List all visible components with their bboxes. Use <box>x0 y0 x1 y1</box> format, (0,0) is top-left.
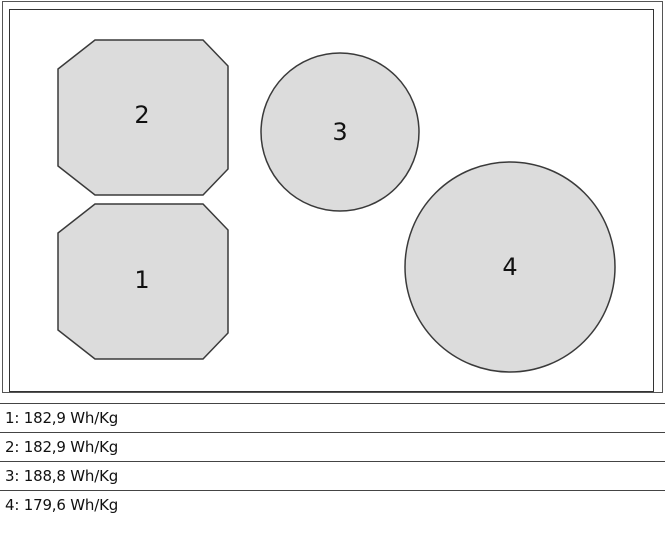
legend-row-2: 2: 182,9 Wh/Kg <box>0 432 665 461</box>
shape-2[interactable]: 2 <box>57 39 229 196</box>
shape-3-circle <box>260 52 420 212</box>
shape-1-octagon <box>57 203 229 360</box>
shape-4-label: 4 <box>502 253 517 281</box>
legend-row-4: 4: 179,6 Wh/Kg <box>0 490 665 521</box>
diagram-panel: 2 1 3 4 <box>9 9 654 392</box>
shapes-canvas: 2 1 3 4 <box>57 39 616 373</box>
shape-1-label: 1 <box>134 266 149 294</box>
shape-2-octagon <box>57 39 229 196</box>
shape-4[interactable]: 4 <box>404 161 616 373</box>
legend-list: 1: 182,9 Wh/Kg 2: 182,9 Wh/Kg 3: 188,8 W… <box>0 403 665 521</box>
legend-row-3: 3: 188,8 Wh/Kg <box>0 461 665 490</box>
legend-row-1: 1: 182,9 Wh/Kg <box>0 403 665 432</box>
shape-3[interactable]: 3 <box>260 52 420 212</box>
shape-3-label: 3 <box>332 118 347 146</box>
shape-4-circle <box>404 161 616 373</box>
shape-1[interactable]: 1 <box>57 203 229 360</box>
shape-2-label: 2 <box>134 101 149 129</box>
